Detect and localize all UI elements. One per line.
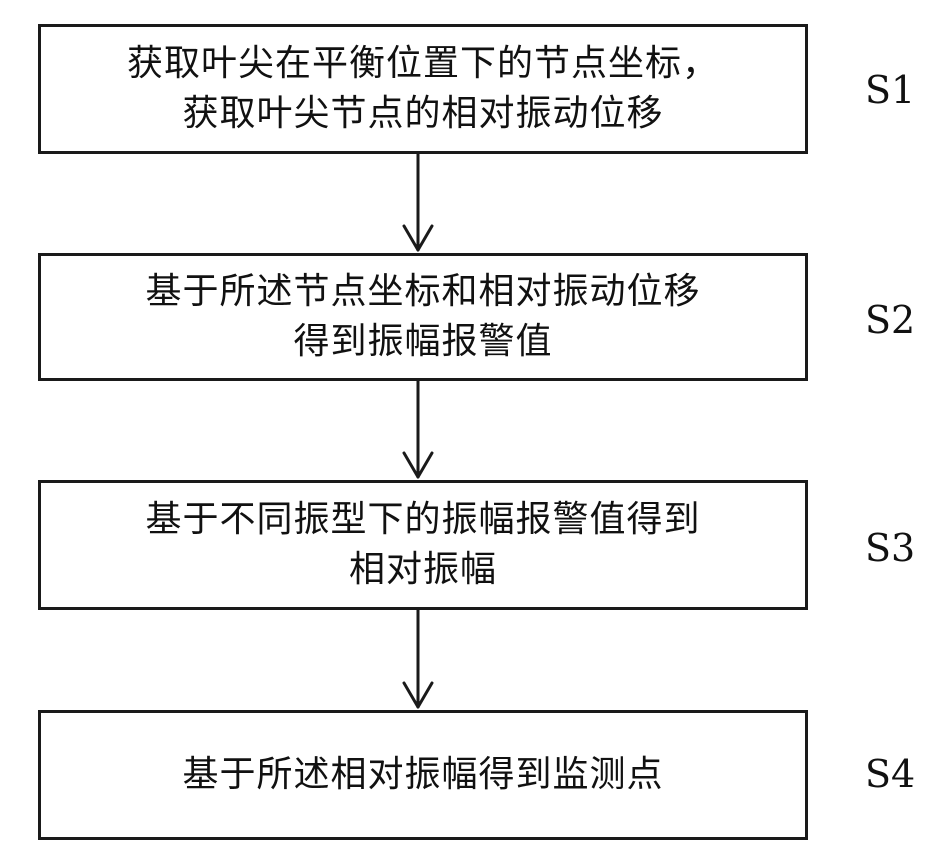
arrow-s3-to-s4: [404, 610, 432, 707]
arrow-s2-to-s3: [404, 381, 432, 477]
arrow-s1-to-s2: [404, 154, 432, 250]
